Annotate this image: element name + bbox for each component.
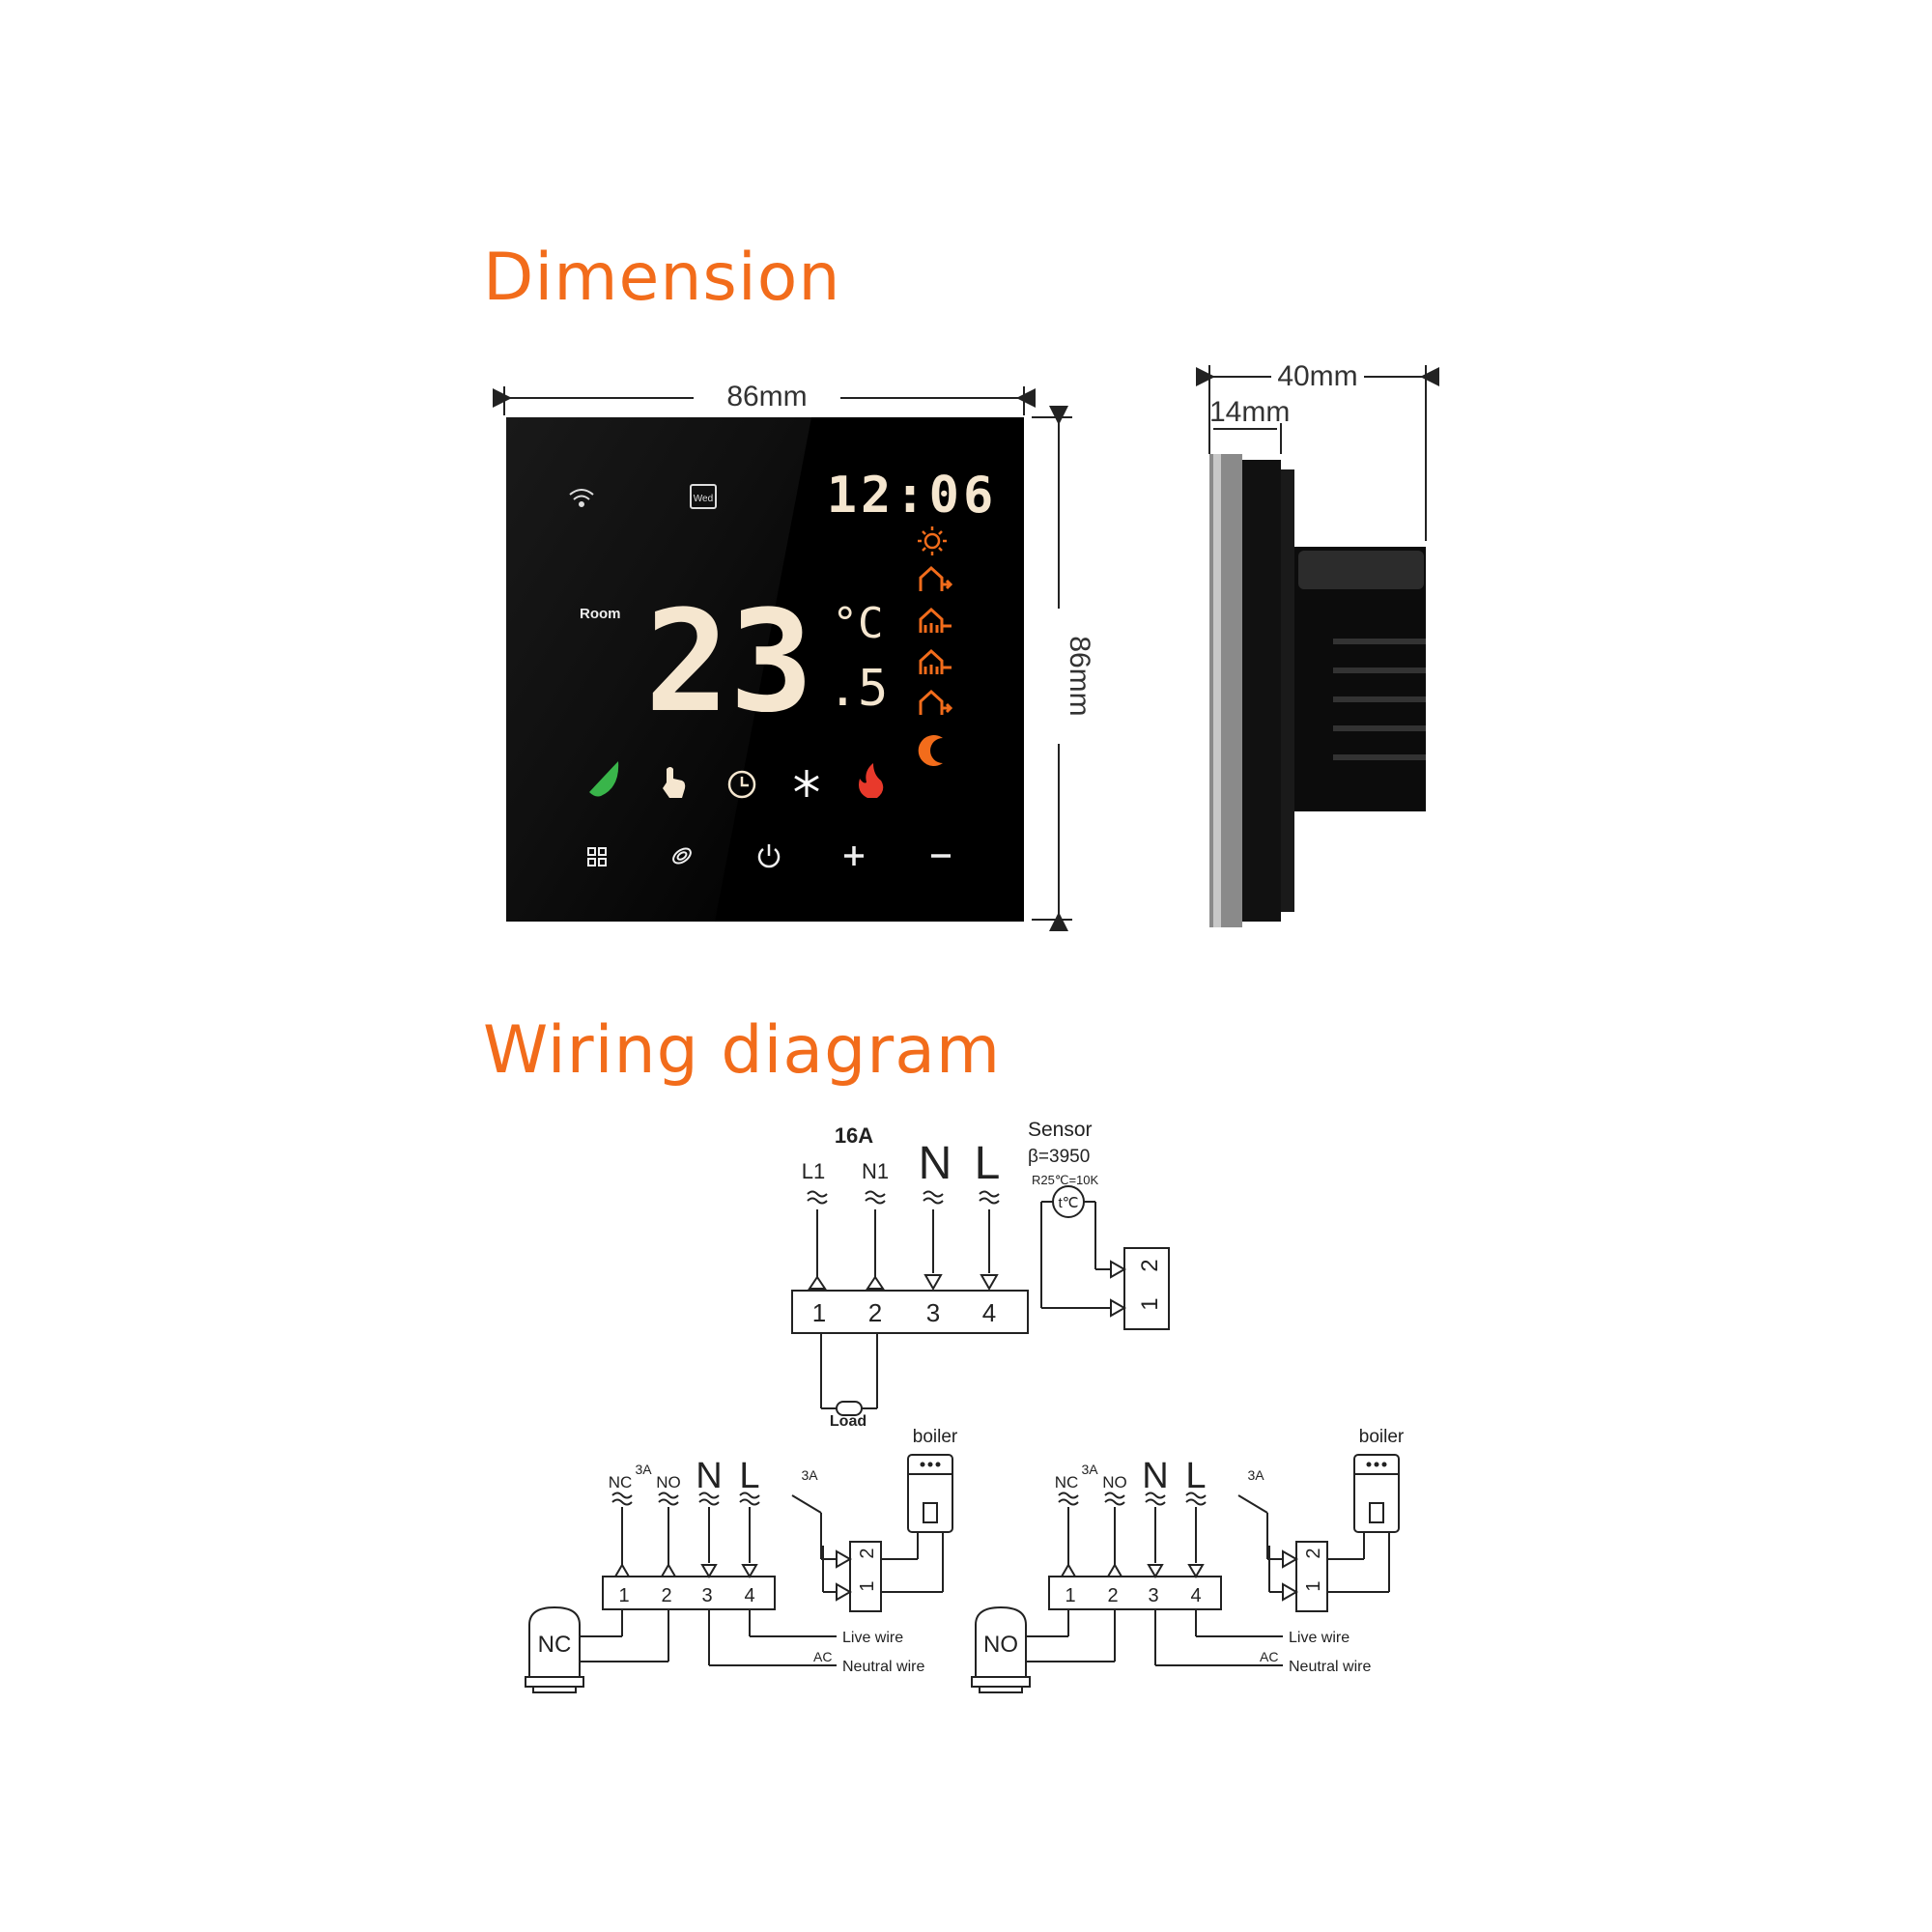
terminal-label: N: [1142, 1456, 1168, 1496]
load-label: Load: [830, 1413, 867, 1430]
moon-icon: [918, 735, 943, 766]
side-depth-dimension: [1196, 365, 1439, 541]
terminal-label: N: [696, 1456, 722, 1496]
boiler-dots: [920, 1462, 1387, 1467]
current-label: 3A: [635, 1462, 652, 1477]
menu-grid-icon[interactable]: [587, 847, 607, 867]
terminal-label: L1: [802, 1159, 825, 1183]
mode-icon[interactable]: [670, 845, 693, 866]
ac-label: AC: [813, 1649, 832, 1664]
sensor-symbol: t℃: [1058, 1195, 1078, 1211]
top-current-label: 16A: [835, 1123, 873, 1148]
side-panel-label: 14mm: [1209, 396, 1290, 428]
terminal-label: NO: [1102, 1473, 1127, 1492]
thermostat-front: Wed 12:06 Room 23 °C .5: [506, 417, 1024, 922]
terminal-number: 1: [618, 1585, 629, 1606]
terminal-number: 3: [1148, 1585, 1158, 1606]
temperature-decimal: .5: [828, 660, 889, 718]
flame-icon: [859, 763, 884, 798]
sensor-beta: β=3950: [1028, 1147, 1090, 1167]
home-leave-icon: [919, 689, 953, 715]
terminal-number: 2: [1107, 1585, 1118, 1606]
wiring-diagram-title: Wiring diagram: [483, 1012, 1002, 1089]
home-return-icon: [919, 607, 952, 633]
dimension-title: Dimension: [483, 240, 841, 316]
sun-icon: [918, 526, 947, 555]
live-wire-label: Live wire: [1289, 1630, 1350, 1646]
terminal-label: NO: [656, 1473, 681, 1492]
thermostat-side: [1209, 454, 1426, 927]
terminal-number: 3: [926, 1298, 940, 1327]
terminal-number: 4: [1190, 1585, 1201, 1606]
wiring-left: [525, 1454, 953, 1693]
terminal-label: N1: [862, 1159, 889, 1183]
terminal-number: 3: [701, 1585, 712, 1606]
terminal-number: 1: [1065, 1585, 1075, 1606]
boiler-pin: 2: [1303, 1548, 1324, 1558]
wiring-top: [791, 1185, 1170, 1416]
front-height-dimension: [1032, 406, 1072, 931]
front-height-label: 86mm: [1064, 636, 1095, 716]
wifi-icon: [569, 489, 594, 507]
boiler-pin: 1: [1303, 1580, 1324, 1591]
live-wire-label: Live wire: [842, 1630, 903, 1646]
sensor-pin: 1: [1137, 1297, 1163, 1310]
ac-label: AC: [1260, 1649, 1278, 1664]
day-badge: Wed: [690, 484, 717, 509]
room-label: Room: [580, 606, 621, 622]
wiring-right: [971, 1454, 1400, 1693]
boiler-label: boiler: [913, 1427, 958, 1447]
valve-label: NC: [538, 1632, 572, 1658]
front-width-label: 86mm: [726, 381, 807, 412]
neutral-wire-label: Neutral wire: [1289, 1659, 1371, 1675]
plus-icon[interactable]: [844, 846, 864, 866]
boiler-current-label: 3A: [801, 1467, 818, 1483]
terminal-label: N: [919, 1138, 952, 1189]
hand-icon: [663, 767, 686, 798]
terminal-number: 4: [982, 1298, 996, 1327]
side-depth-label: 40mm: [1277, 360, 1357, 392]
sensor-resistance: R25℃=10K: [1032, 1173, 1098, 1187]
terminal-number: 2: [661, 1585, 671, 1606]
home-return-icon: [919, 648, 952, 674]
home-leave-icon: [919, 565, 953, 591]
unit-label: °C: [833, 599, 884, 648]
terminal-number: 2: [868, 1298, 882, 1327]
terminal-label: L: [975, 1138, 1001, 1189]
svg-text:Wed: Wed: [694, 494, 713, 504]
terminal-label: NC: [609, 1473, 633, 1492]
temperature-display: 23: [645, 581, 814, 744]
boiler-pin: 2: [857, 1548, 878, 1558]
boiler-pin: 1: [857, 1580, 878, 1591]
terminal-label: L: [739, 1456, 759, 1496]
clock-display: 12:06: [827, 467, 998, 525]
clock-icon: [727, 770, 756, 799]
boiler-label: boiler: [1359, 1427, 1405, 1447]
terminal-number: 1: [812, 1298, 826, 1327]
current-label: 3A: [1081, 1462, 1098, 1477]
power-icon[interactable]: [757, 844, 781, 868]
snowflake-icon: [794, 770, 819, 797]
boiler-current-label: 3A: [1247, 1467, 1264, 1483]
leaf-icon: [589, 761, 619, 797]
front-width-dimension: [493, 386, 1036, 415]
terminal-label: L: [1185, 1456, 1206, 1496]
valve-label: NO: [983, 1632, 1018, 1658]
terminal-number: 4: [744, 1585, 754, 1606]
neutral-wire-label: Neutral wire: [842, 1659, 924, 1675]
sensor-pin: 2: [1137, 1259, 1163, 1271]
sensor-title: Sensor: [1028, 1119, 1093, 1141]
terminal-label: NC: [1055, 1473, 1079, 1492]
